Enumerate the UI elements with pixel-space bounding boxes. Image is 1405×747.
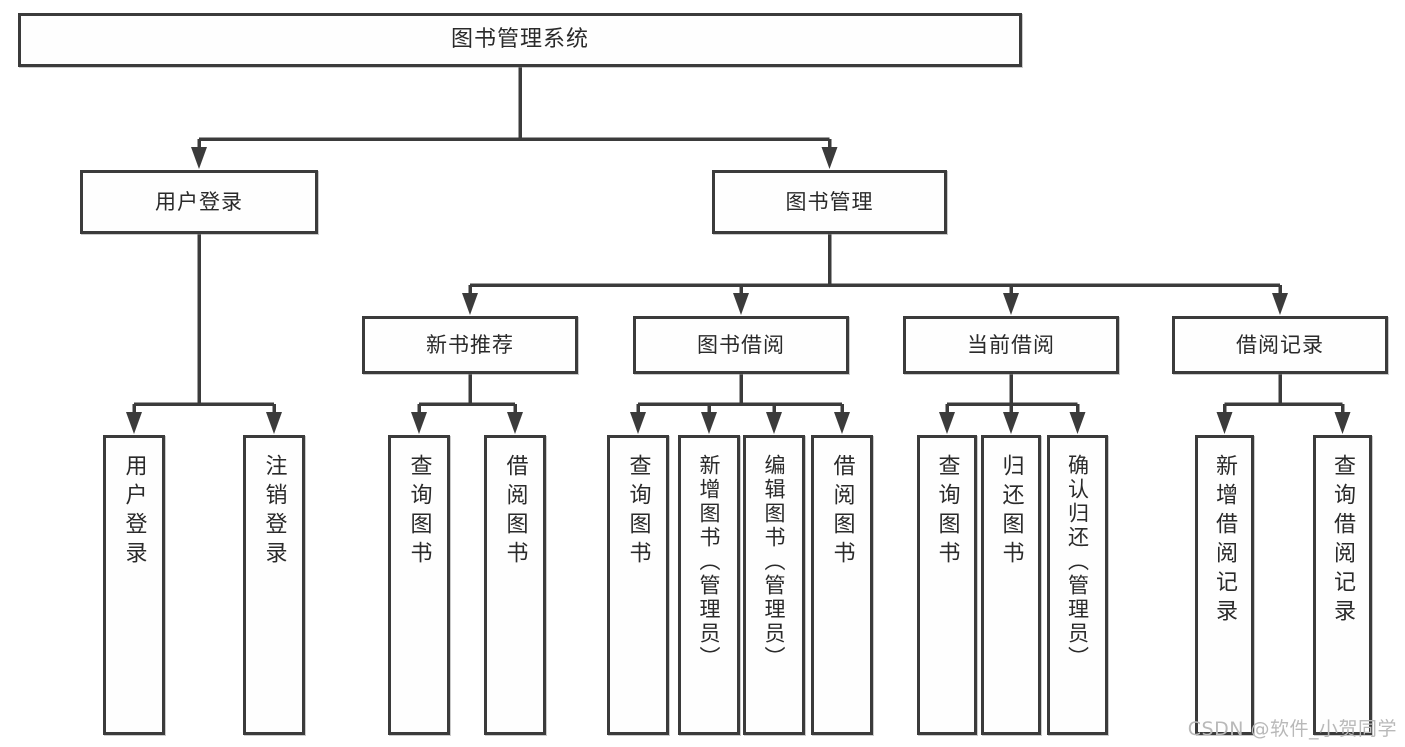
watermark: CSDN @软件_小贺同学 bbox=[1187, 718, 1397, 740]
edge-arrowhead bbox=[1272, 293, 1288, 315]
node-l_edit_book[interactable]: 编辑图书（管理员） bbox=[743, 435, 805, 735]
node-label: 编辑图书（管理员） bbox=[762, 454, 787, 670]
edge-arrowhead bbox=[733, 293, 749, 315]
edge-arrowhead bbox=[411, 412, 427, 434]
node-l_borrow_b1[interactable]: 借阅图书 bbox=[484, 435, 546, 735]
node-label: 用户登录 bbox=[155, 189, 243, 214]
node-label: 新增借阅记录 bbox=[1212, 454, 1238, 628]
node-label: 查询图书 bbox=[934, 454, 960, 570]
node-l_query_book3[interactable]: 查询图书 bbox=[917, 435, 977, 735]
node-label: 图书借阅 bbox=[697, 332, 785, 357]
node-label: 归还图书 bbox=[998, 454, 1024, 570]
node-label: 图书管理系统 bbox=[450, 27, 589, 53]
node-label: 注销登录 bbox=[261, 454, 287, 570]
edge-arrowhead bbox=[1216, 412, 1233, 434]
edge-arrowhead bbox=[191, 147, 207, 169]
node-label: 借阅记录 bbox=[1236, 332, 1324, 357]
node-l_add_record[interactable]: 新增借阅记录 bbox=[1195, 435, 1254, 735]
node-l_query_book2[interactable]: 查询图书 bbox=[607, 435, 669, 735]
node-l_borrow_b2[interactable]: 借阅图书 bbox=[811, 435, 873, 735]
node-new_rec[interactable]: 新书推荐 bbox=[362, 316, 578, 374]
edge-arrowhead bbox=[1003, 412, 1019, 434]
node-borrow[interactable]: 图书借阅 bbox=[633, 316, 849, 374]
node-label: 用户登录 bbox=[121, 454, 147, 570]
node-records[interactable]: 借阅记录 bbox=[1172, 316, 1388, 374]
edge-arrowhead bbox=[1003, 293, 1019, 315]
node-label: 新增图书（管理员） bbox=[697, 454, 722, 670]
node-label: 查询图书 bbox=[406, 454, 432, 570]
node-label: 当前借阅 bbox=[967, 332, 1055, 357]
node-label: 新书推荐 bbox=[426, 332, 514, 357]
node-root[interactable]: 图书管理系统 bbox=[18, 13, 1022, 67]
node-l_user_login[interactable]: 用户登录 bbox=[103, 435, 165, 735]
edge-arrowhead bbox=[266, 412, 282, 434]
node-l_confirm_ret[interactable]: 确认归还（管理员） bbox=[1047, 435, 1108, 735]
edge-arrowhead bbox=[1334, 412, 1351, 434]
node-label: 查询图书 bbox=[625, 454, 651, 570]
node-user_login[interactable]: 用户登录 bbox=[80, 170, 318, 234]
node-l_return_book[interactable]: 归还图书 bbox=[981, 435, 1041, 735]
edge-arrowhead bbox=[766, 412, 782, 434]
edge-arrowhead bbox=[939, 412, 955, 434]
node-l_query_book1[interactable]: 查询图书 bbox=[388, 435, 450, 735]
edge-arrowhead bbox=[1069, 412, 1086, 434]
node-label: 确认归还（管理员） bbox=[1065, 454, 1090, 670]
edge-arrowhead bbox=[126, 412, 142, 434]
node-current[interactable]: 当前借阅 bbox=[903, 316, 1119, 374]
node-l_add_book[interactable]: 新增图书（管理员） bbox=[678, 435, 740, 735]
edge-arrowhead bbox=[462, 293, 478, 315]
edge-arrowhead bbox=[507, 412, 523, 434]
edge-arrowhead bbox=[701, 412, 717, 434]
node-label: 借阅图书 bbox=[502, 454, 528, 570]
node-label: 查询借阅记录 bbox=[1330, 454, 1356, 628]
node-book_mgmt[interactable]: 图书管理 bbox=[712, 170, 947, 234]
node-l_qry_record[interactable]: 查询借阅记录 bbox=[1313, 435, 1372, 735]
edge-arrowhead bbox=[821, 147, 838, 169]
node-label: 图书管理 bbox=[785, 189, 874, 214]
node-l_user_logout[interactable]: 注销登录 bbox=[243, 435, 305, 735]
node-label: 借阅图书 bbox=[829, 454, 855, 570]
edge-arrowhead bbox=[630, 412, 646, 434]
edge-arrowhead bbox=[834, 412, 850, 434]
